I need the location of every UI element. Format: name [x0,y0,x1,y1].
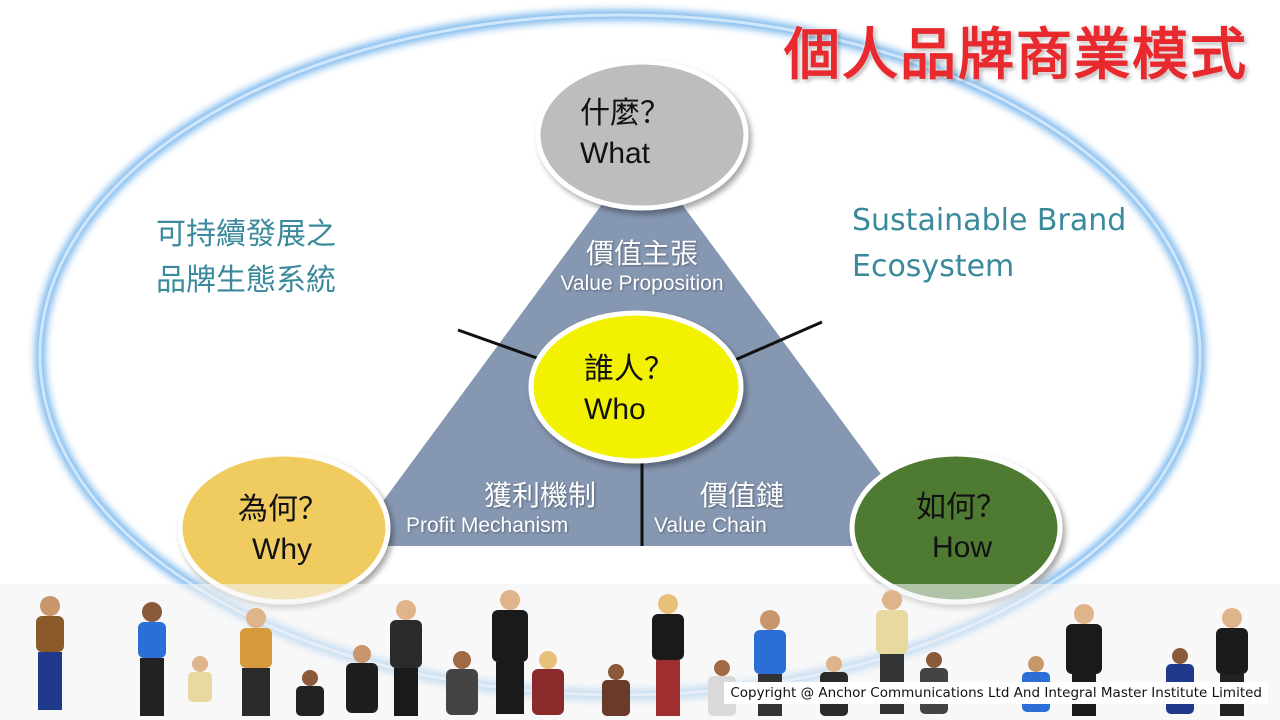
why-node-zh: 為何？ [238,493,328,526]
left-caption: 可持續發展之 品牌生態系統 [156,212,336,304]
right-caption: Sustainable Brand Ecosystem [852,198,1126,290]
why-node-label: 為何？ Why [238,490,328,570]
segment-value-chain-zh: 價值鏈 [700,479,785,512]
segment-value-chain: 價值鏈 Value Chain [654,474,814,538]
who-node-label: 誰人？ Who [584,350,674,430]
why-node-en: Why [252,533,312,566]
divider-left [457,328,549,364]
right-caption-line-2: Ecosystem [852,249,1015,284]
segment-profit-mechanism: 獲利機制 Profit Mechanism [402,474,602,538]
segment-value-proposition-zh: 價值主張 [585,237,698,270]
page-title: 個人品牌商業模式 [784,23,1248,88]
copyright-notice: Copyright @ Anchor Communications Ltd An… [724,682,1268,704]
segment-value-proposition: 價值主張 Value Proposition [542,232,742,296]
segment-value-chain-en: Value Chain [654,514,767,537]
left-caption-line-2: 品牌生態系統 [156,263,336,298]
right-caption-line-1: Sustainable Brand [852,203,1127,238]
divider-right [734,320,823,362]
who-node-en: Who [584,393,646,426]
how-node-label: 如何？ How [916,488,1006,568]
left-caption-line-1: 可持續發展之 [156,217,336,252]
segment-value-proposition-en: Value Proposition [560,272,724,295]
segment-profit-mechanism-en: Profit Mechanism [406,514,569,537]
what-node-zh: 什麼？ [580,97,670,130]
who-node-zh: 誰人？ [584,353,674,386]
what-node-en: What [580,137,651,170]
how-node-en: How [932,531,993,564]
segment-profit-mechanism-zh: 獲利機制 [483,479,596,512]
what-node [535,59,749,211]
how-node-zh: 如何？ [916,491,1006,524]
who-node [528,310,744,464]
what-node-label: 什麼？ What [580,94,670,174]
